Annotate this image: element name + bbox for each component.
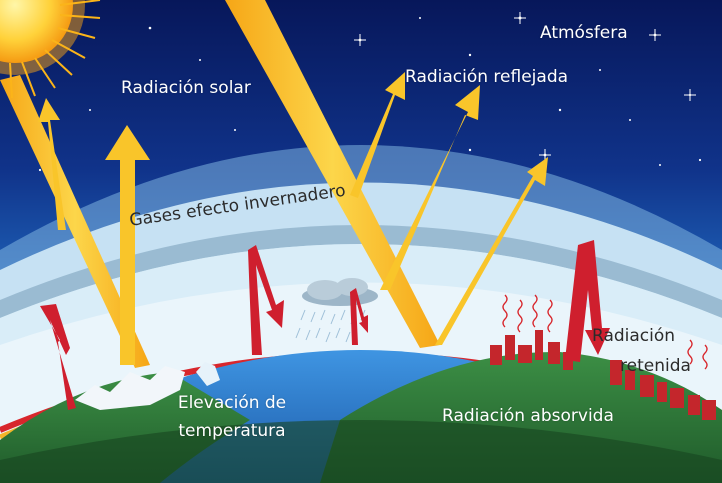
reflected-rays (38, 72, 548, 365)
retained-arrows (40, 240, 610, 410)
atmosphere-label: Atmósfera (540, 23, 628, 43)
rain (295, 309, 366, 343)
temperature-rise-label-line2: temperatura (178, 421, 286, 441)
iceberg (196, 362, 220, 386)
ground-shadow (0, 420, 722, 483)
snow-mountains (75, 366, 185, 410)
solar-radiation-label: Radiación solar (121, 78, 251, 98)
sun-rays (9, 0, 101, 99)
stars (38, 16, 702, 172)
sun (0, 0, 85, 75)
reflected-radiation-label: Radiación reflejada (405, 67, 569, 87)
star-crosses (354, 12, 696, 161)
retained-radiation-label-line2: retenida (620, 356, 691, 376)
solar-ray-incoming-left (0, 75, 150, 368)
absorbed-radiation-label: Radiación absorvida (442, 406, 614, 426)
heat-waves (502, 294, 708, 370)
temperature-rise-label-line1: Elevación de (177, 393, 287, 413)
retained-radiation-label-line1: Radiación (592, 326, 676, 346)
solar-ray-incoming-main (225, 0, 440, 348)
cloud (302, 278, 378, 306)
greenhouse-gas-layer (0, 225, 722, 318)
city (490, 330, 716, 420)
